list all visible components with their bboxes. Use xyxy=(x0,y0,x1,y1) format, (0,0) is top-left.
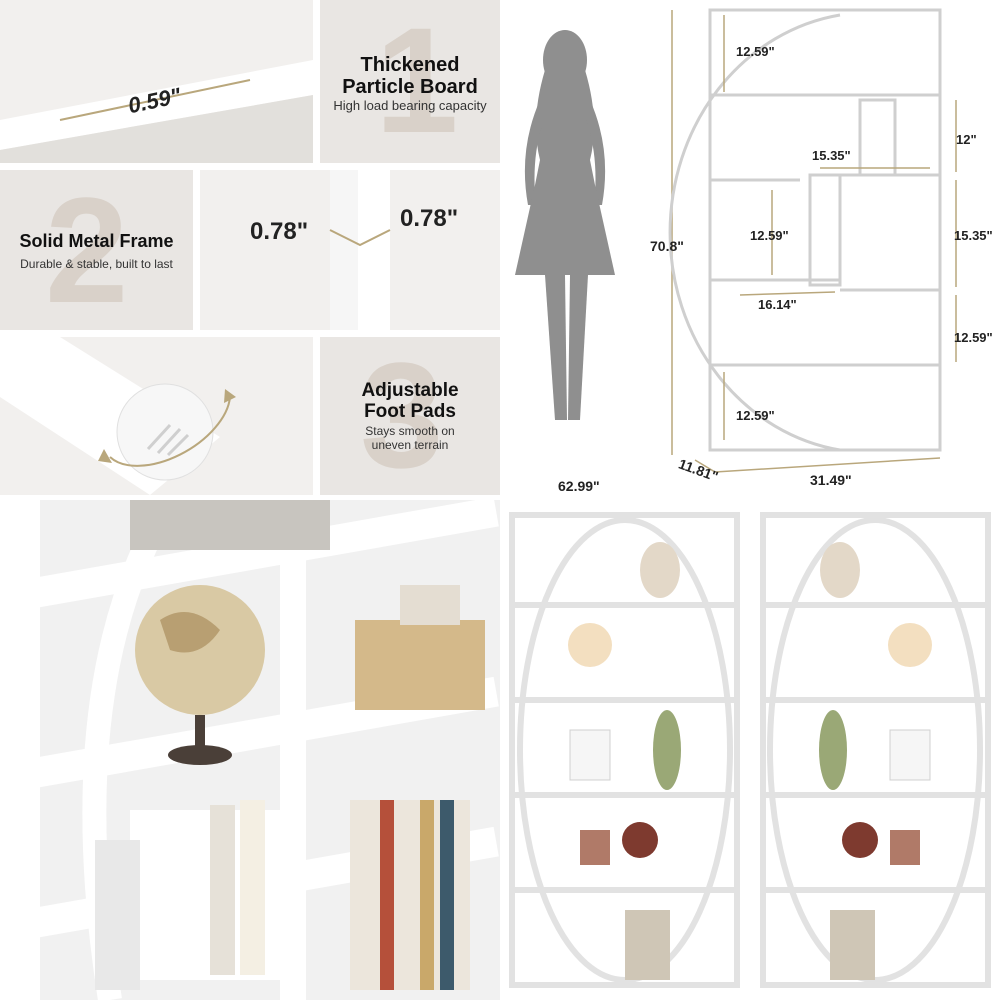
feature-number-3: 3 xyxy=(360,337,444,495)
dimension-diagram xyxy=(515,8,957,473)
shelf-right xyxy=(760,512,991,988)
foot-pads-subtitle-1: Stays smooth on xyxy=(365,424,455,438)
right-bottom-label: 12.59" xyxy=(954,330,993,345)
feature-number-2: 2 xyxy=(45,170,129,330)
particle-board-panel: 1 Thickened Particle Board High load bea… xyxy=(320,0,500,163)
styled-shelves-scene xyxy=(509,512,991,988)
particle-board-subtitle: High load bearing capacity xyxy=(333,98,487,113)
person-silhouette xyxy=(515,30,615,420)
foot-pads-title-2: Foot Pads xyxy=(364,401,456,422)
metal-frame-panel: 2 Solid Metal Frame Durable & stable, bu… xyxy=(0,170,193,330)
particle-board-title-2: Particle Board xyxy=(342,76,478,98)
metal-frame-title: Solid Metal Frame xyxy=(19,231,174,251)
frame-width-left: 0.78" xyxy=(250,218,309,245)
total-height-label: 70.8" xyxy=(650,238,684,254)
lifestyle-closeup-panel xyxy=(0,500,500,1000)
frame-tube-graphic xyxy=(329,170,391,330)
right-middle-label: 15.35" xyxy=(954,228,993,243)
particle-board-title-1: Thickened xyxy=(360,54,460,76)
frame-width-right: 0.78" xyxy=(400,205,459,232)
shelf-outline xyxy=(668,8,942,452)
closeup-scene xyxy=(0,500,500,1000)
board-thickness-panel: 0.59" xyxy=(0,0,313,163)
inner-width-bottom-label: 16.14" xyxy=(758,297,797,312)
bottom-shelf-label: 12.59" xyxy=(736,408,775,423)
right-top-label: 12" xyxy=(956,132,977,147)
foot-pads-panel: 3 Adjustable Foot Pads Stays smooth on u… xyxy=(320,337,500,495)
foot-pad-photo-panel xyxy=(0,337,313,495)
top-shelf-label: 12.59" xyxy=(736,44,775,59)
metal-frame-subtitle: Durable & stable, built to last xyxy=(20,257,173,271)
person-height-label: 62.99" xyxy=(558,478,600,494)
frame-profile-panel: 0.78" 0.78" xyxy=(200,170,500,330)
shelf-left xyxy=(509,512,740,988)
board-edge-graphic xyxy=(0,60,313,163)
foot-pads-subtitle-2: uneven terrain xyxy=(371,438,449,452)
width-label: 31.49" xyxy=(810,472,852,488)
inner-height-label: 12.59" xyxy=(750,228,789,243)
foot-pads-title-1: Adjustable xyxy=(361,380,459,401)
styled-shelves-panel xyxy=(500,500,1000,1000)
foot-pad-graphic xyxy=(0,337,236,495)
dimensions-panel: 62.99" 70.8" 11.81" 31.49" 12.59" 12" 15… xyxy=(500,0,1000,500)
feature-number-1: 1 xyxy=(375,0,459,163)
inner-width-top-label: 15.35" xyxy=(812,148,851,163)
